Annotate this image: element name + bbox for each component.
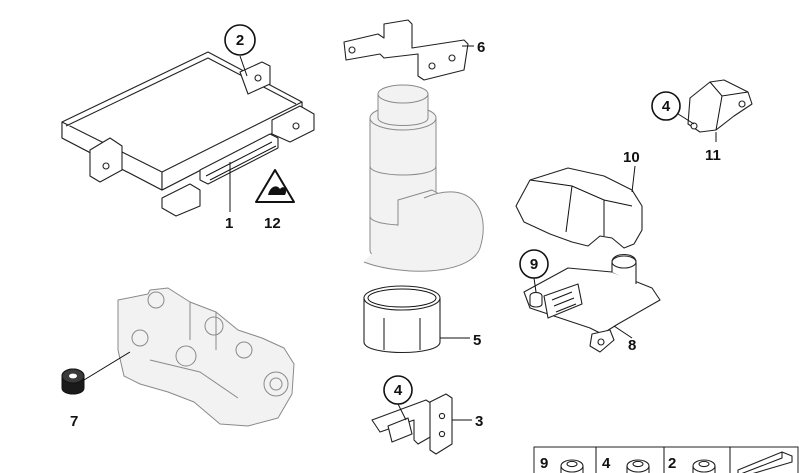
leader-line-2	[239, 55, 248, 77]
callout-circle-2	[224, 24, 256, 56]
callout-6: 6	[477, 39, 485, 56]
callout-circle-4a	[383, 375, 413, 405]
legend-number-4: 4	[602, 455, 611, 472]
pressure-reservoir	[363, 84, 484, 272]
callout-12: 12	[264, 215, 281, 232]
callout-circle-9	[519, 249, 549, 279]
callout-9: 9	[530, 256, 538, 273]
callout-10: 10	[623, 149, 640, 166]
callout-5: 5	[473, 332, 481, 349]
cover-part-10[interactable]	[515, 167, 643, 249]
leader-line-4a	[397, 403, 407, 421]
warning-label-part-12[interactable]	[255, 169, 295, 203]
washer-icon	[737, 451, 793, 473]
callout-8: 8	[628, 337, 636, 354]
ring-part-5[interactable]	[363, 285, 441, 353]
legend-number-2: 2	[668, 455, 676, 472]
bolt-9	[529, 291, 543, 308]
callout-7: 7	[70, 413, 78, 430]
hardware-legend: 9 4 2	[533, 446, 799, 473]
callout-1: 1	[225, 215, 233, 232]
nut-icon	[560, 459, 584, 473]
callout-3: 3	[475, 413, 483, 430]
leader-line-10	[631, 165, 636, 193]
nut-icon	[692, 459, 716, 473]
callout-4a: 4	[394, 382, 403, 399]
holder-part-3[interactable]	[371, 393, 453, 455]
bracket-part-6[interactable]	[343, 19, 469, 81]
sensor-part-8[interactable]	[523, 253, 661, 353]
leader-line-9	[533, 277, 537, 293]
callout-2: 2	[236, 32, 244, 49]
nut-icon	[626, 459, 650, 473]
leader-line-8	[613, 325, 633, 339]
grommet-part-7[interactable]	[61, 368, 85, 395]
valve-block	[117, 287, 295, 427]
callout-4b: 4	[662, 98, 671, 115]
leader-line-7	[83, 351, 131, 381]
bracket-part-11[interactable]	[687, 79, 753, 133]
callout-11: 11	[705, 147, 721, 164]
control-unit-part-1[interactable]	[61, 51, 315, 217]
callout-circle-4b	[651, 91, 681, 121]
legend-number-9: 9	[540, 455, 548, 472]
